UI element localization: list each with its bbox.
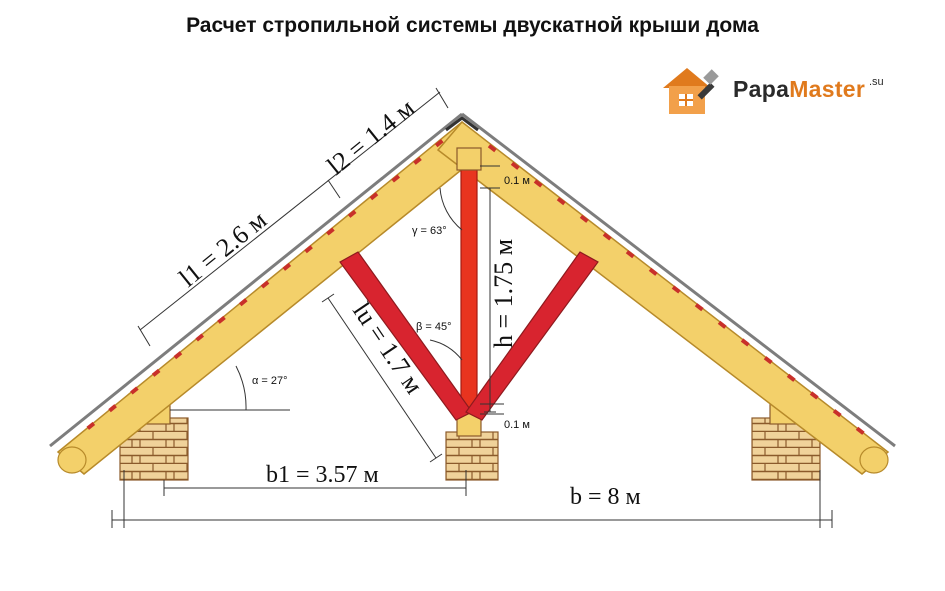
- batten: [625, 250, 635, 259]
- batten: [369, 192, 379, 201]
- rafter-left-end: [57, 446, 87, 474]
- page-title: Расчет стропильной системы двускатной кр…: [186, 14, 759, 37]
- batten: [195, 333, 205, 342]
- brand-name: PapaMaster: [733, 76, 866, 102]
- batten: [217, 315, 226, 324]
- batten: [579, 214, 589, 223]
- batten: [855, 426, 865, 435]
- label-b: b = 8 м: [570, 484, 641, 510]
- batten: [556, 197, 566, 206]
- batten: [304, 245, 313, 254]
- batten: [151, 368, 161, 377]
- batten: [763, 356, 773, 365]
- batten: [648, 267, 658, 276]
- label-offset-bottom: 0.1 м: [504, 419, 530, 431]
- strut-right: [465, 251, 599, 421]
- label-beta: β = 45°: [416, 321, 452, 333]
- label-gamma: γ = 63°: [412, 225, 447, 237]
- house-tools-icon: [663, 68, 719, 114]
- batten: [391, 174, 401, 183]
- batten: [413, 156, 422, 165]
- batten: [832, 409, 842, 418]
- label-offset-top: 0.1 м: [504, 175, 530, 187]
- batten: [602, 232, 612, 241]
- king-post-top-block: [456, 147, 482, 171]
- batten: [717, 320, 727, 329]
- batten: [671, 285, 681, 294]
- rafter-left: [56, 120, 488, 475]
- batten: [347, 209, 357, 218]
- batten: [786, 373, 796, 382]
- batten: [108, 404, 117, 413]
- label-b1: b1 = 3.57 м: [266, 462, 379, 488]
- rafter-right-end: [859, 446, 889, 474]
- batten: [487, 144, 497, 153]
- roofing-left: [49, 112, 463, 448]
- batten: [173, 351, 183, 360]
- batten: [694, 303, 704, 312]
- batten: [260, 280, 270, 289]
- brand-suffix: .su: [869, 76, 884, 88]
- label-alpha: α = 27°: [252, 375, 288, 387]
- batten: [238, 298, 248, 307]
- battens-left: [86, 139, 444, 430]
- batten: [740, 338, 750, 347]
- brand-logo[interactable]: PapaMaster .su: [657, 62, 917, 118]
- brick-pillar-center: [445, 431, 499, 481]
- batten: [809, 391, 819, 400]
- label-h: h = 1.75 м: [489, 239, 518, 348]
- ridge-cap: [445, 116, 479, 132]
- batten: [510, 161, 520, 170]
- battens-right: [487, 144, 865, 435]
- batten: [326, 227, 335, 236]
- batten: [130, 386, 139, 395]
- dimension-lines: [111, 87, 833, 528]
- batten: [434, 139, 444, 148]
- batten: [282, 262, 292, 271]
- batten: [533, 179, 543, 188]
- roofing-right: [461, 112, 896, 448]
- batten: [86, 421, 96, 430]
- king-post: [460, 159, 478, 423]
